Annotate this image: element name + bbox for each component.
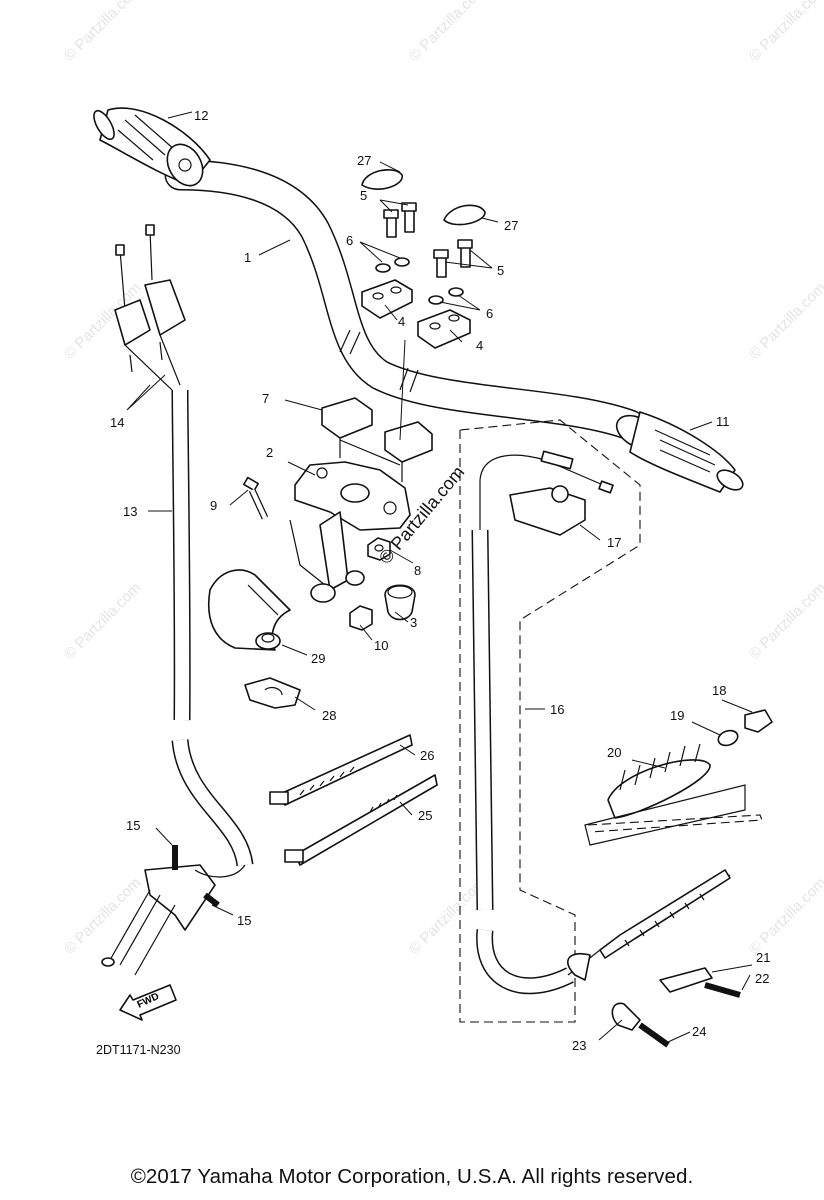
watermark-text: © Partzilla.com xyxy=(61,0,144,65)
fwd-arrow: FWD xyxy=(119,984,177,1021)
callout-17: 17 xyxy=(607,535,621,550)
callout-7: 7 xyxy=(262,391,269,406)
watermark-text: © Partzilla.com xyxy=(746,279,824,362)
callout-numbers: 12 1 2 3 27 27 5 5 6 6 4 4 7 8 9 10 11 1… xyxy=(110,108,770,1053)
callout-8: 8 xyxy=(414,563,421,578)
handlebar xyxy=(164,159,646,441)
steering-bracket xyxy=(289,461,411,591)
cable-clamp-28 xyxy=(244,677,301,709)
holder-washers xyxy=(375,257,464,305)
callout-4b: 4 xyxy=(476,338,483,353)
callout-10: 10 xyxy=(374,638,388,653)
callout-15b: 15 xyxy=(237,913,251,928)
callout-19: 19 xyxy=(670,708,684,723)
brake-lever-holder xyxy=(509,485,586,536)
callout-13: 13 xyxy=(123,504,137,519)
callout-4a: 4 xyxy=(398,314,405,329)
callout-29: 29 xyxy=(311,651,325,666)
upper-handlebar-holders xyxy=(361,279,471,349)
callout-1: 1 xyxy=(244,250,251,265)
callout-16: 16 xyxy=(550,702,564,717)
watermark-text: © Partzilla.com xyxy=(746,874,824,957)
callout-27b: 27 xyxy=(504,218,518,233)
callout-11: 11 xyxy=(716,414,730,429)
brake-cable-group-outline xyxy=(459,419,641,1023)
drawing-code: 2DT1171-N230 xyxy=(96,1043,181,1057)
bushing-and-collar xyxy=(310,570,416,621)
callout-28: 28 xyxy=(322,708,336,723)
callout-5a: 5 xyxy=(360,188,367,203)
copyright-notice: ©2017 Yamaha Motor Corporation, U.S.A. A… xyxy=(130,1165,694,1188)
watermark-text: © Partzilla.com xyxy=(746,579,824,662)
holder-bolts xyxy=(383,202,473,278)
callout-3: 3 xyxy=(410,615,417,630)
callout-22: 22 xyxy=(755,971,769,986)
lower-handlebar-holder xyxy=(321,339,433,482)
callout-26: 26 xyxy=(420,748,434,763)
right-grip xyxy=(615,411,744,493)
watermark-text: © Partzilla.com xyxy=(406,0,489,65)
visor-cover xyxy=(208,569,291,651)
callout-leaders xyxy=(126,111,753,1043)
cable-clamps-lower xyxy=(611,967,741,1048)
callout-18: 18 xyxy=(712,683,726,698)
brake-cable xyxy=(471,450,614,995)
callout-6a: 6 xyxy=(346,233,353,248)
callout-15a: 15 xyxy=(126,818,140,833)
adjuster-parts xyxy=(584,709,773,846)
watermark-text: © Partzilla.com xyxy=(746,0,824,65)
callout-23: 23 xyxy=(572,1038,586,1053)
bolt-9 xyxy=(243,476,269,520)
handlebar-holder-caps xyxy=(361,169,486,226)
throttle-cable xyxy=(114,224,254,867)
callout-14: 14 xyxy=(110,415,124,430)
left-grip xyxy=(93,107,211,187)
callout-2: 2 xyxy=(266,445,273,460)
callout-9: 9 xyxy=(210,498,217,513)
brake-rod xyxy=(567,814,763,981)
callout-21: 21 xyxy=(756,950,770,965)
throttle-housing xyxy=(101,845,246,976)
callout-12: 12 xyxy=(194,108,208,123)
callout-6b: 6 xyxy=(486,306,493,321)
callout-25: 25 xyxy=(418,808,432,823)
callout-20: 20 xyxy=(607,745,621,760)
nut-8 xyxy=(367,537,391,561)
watermark-text: © Partzilla.com xyxy=(61,579,144,662)
callout-5b: 5 xyxy=(497,263,504,278)
cable-ties xyxy=(269,734,438,866)
callout-24: 24 xyxy=(692,1024,706,1039)
nut-10 xyxy=(349,605,373,631)
callout-27a: 27 xyxy=(357,153,371,168)
